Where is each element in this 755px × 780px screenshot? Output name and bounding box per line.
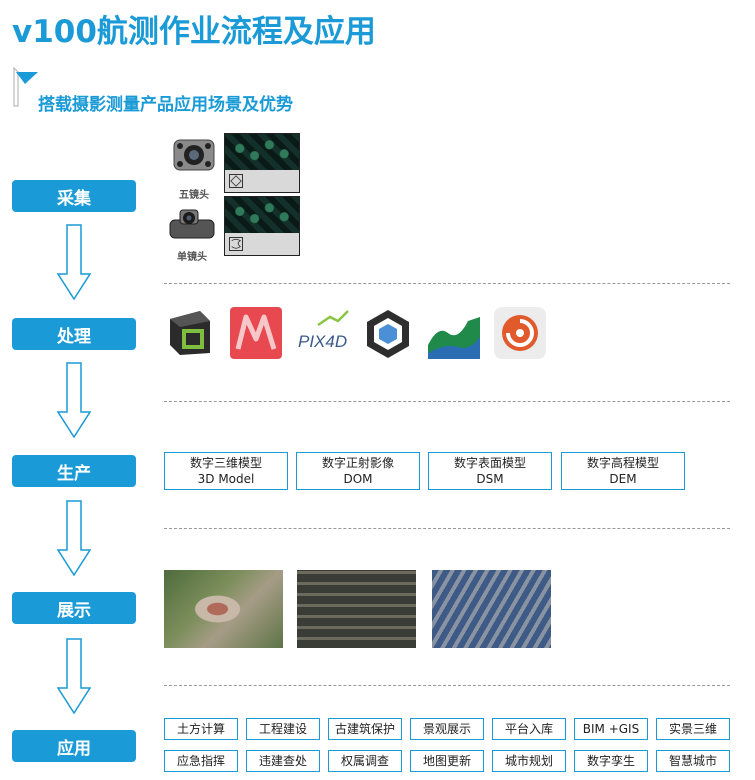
camera-label-five-lens: 五镜头 [179,190,209,201]
stage-display: 展示 [12,592,136,624]
down-arrow-icon [57,362,91,438]
stage-production: 生产 [12,455,136,487]
capture-preview-image [224,196,300,256]
stage-application: 应用 [12,730,136,762]
down-arrow-icon [57,224,91,300]
section-marker-icon [13,66,38,107]
camera-label-single-lens: 单镜头 [177,252,207,263]
app-tag: 平台入库 [492,718,566,740]
app-tag: 工程建设 [246,718,320,740]
app-tag: 智慧城市 [656,750,730,772]
stage-capture: 采集 [12,180,136,212]
five-lens-camera-icon [173,139,215,171]
section-subtitle: 搭载摄影测量产品应用场景及优势 [38,95,293,115]
app-tag: 应急指挥 [164,750,238,772]
product-name-cn: 数字表面模型 [453,456,526,470]
capture-preview-image [224,133,300,193]
product-dom: 数字正射影像 DOM [296,452,420,490]
landscape-logo-icon [428,317,480,359]
product-name-cn: 数字三维模型 [189,456,262,470]
product-name-en: DOM [343,472,373,486]
product-name-en: 3D Model [197,472,255,486]
app-tag: 权属调查 [328,750,402,772]
app-tag: 数字孪生 [574,750,648,772]
product-name-en: DEM [609,472,637,486]
app-tag: 古建筑保护 [328,718,402,740]
app-tag: 地图更新 [410,750,484,772]
down-arrow-icon [57,638,91,714]
app-tag: 城市规划 [492,750,566,772]
app-tag: 景观展示 [410,718,484,740]
product-name-cn: 数字正射影像 [321,456,394,470]
single-lens-camera-icon [169,209,215,239]
product-name-en: DSM [476,472,504,486]
pix4d-text: PIX4D [298,332,347,351]
dji-terra-logo-icon [494,307,546,359]
aerial-photo-stadium [164,570,283,648]
aerial-photo-old-town [297,570,416,648]
section-divider [164,685,730,686]
product-3d-model: 数字三维模型 3D Model [164,452,288,490]
app-tag: 实景三维 [656,718,730,740]
stage-processing: 处理 [12,318,136,350]
section-divider [164,528,730,529]
app-tag: 土方计算 [164,718,238,740]
app-tag: BIM +GIS [574,718,648,740]
product-name-cn: 数字高程模型 [586,456,659,470]
down-arrow-icon [57,500,91,576]
app-tag: 违建查处 [246,750,320,772]
metashape-logo-icon [230,307,282,359]
product-dsm: 数字表面模型 DSM [428,452,552,490]
pix4d-logo-icon: PIX4D [298,310,349,351]
context-capture-logo-icon [170,311,210,355]
product-dem: 数字高程模型 DEM [561,452,685,490]
section-divider [164,401,730,402]
aerial-photo-residential [432,570,551,648]
section-divider [164,283,730,284]
photomesh-logo-icon [367,310,409,358]
page-title: v100航测作业流程及应用 [12,14,376,50]
